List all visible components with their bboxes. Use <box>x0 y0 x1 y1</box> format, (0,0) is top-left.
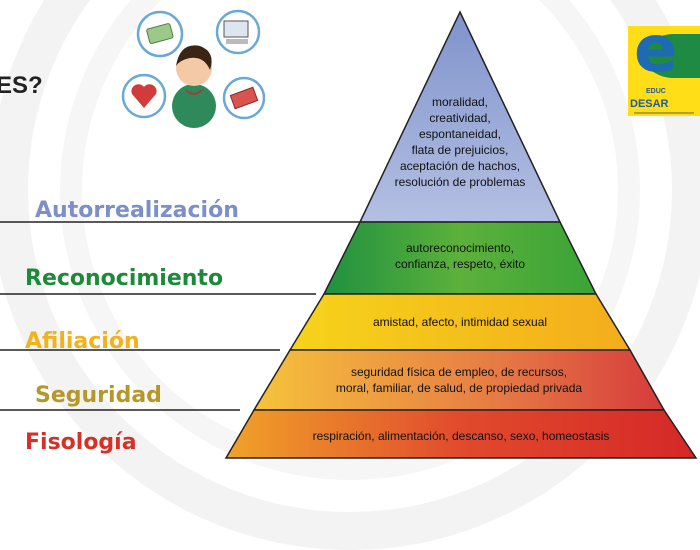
logo-text-2: DESAR <box>630 98 669 110</box>
needs-clipart <box>121 9 265 128</box>
tier-item: moral, familiar, de salud, de propiedad … <box>335 381 583 395</box>
logo-text-1: EDUC <box>646 88 666 95</box>
tier-item: resolución de problemas <box>394 175 526 189</box>
tier-text-reconocimiento: autoreconocimiento, confianza, respeto, … <box>324 240 596 272</box>
label-autorrealizacion: Autorrealización <box>35 198 239 223</box>
tier-item: autoreconocimiento, <box>405 241 515 255</box>
tier-item: flata de prejuicios, <box>411 143 509 157</box>
maslow-pyramid <box>0 10 698 459</box>
tier-text-fisiologia: respiración, alimentación, descanso, sex… <box>226 428 696 444</box>
person-icon <box>172 45 216 128</box>
label-reconocimiento: Reconocimiento <box>25 266 224 291</box>
tier-item: aceptación de hachos, <box>399 159 521 173</box>
tier-item: respiración, alimentación, descanso, sex… <box>312 429 610 443</box>
tier-text-seguridad: seguridad física de empleo, de recursos,… <box>254 364 664 396</box>
heart-icon <box>121 73 167 119</box>
tier-text-autorrealizacion: moralidad, creatividad, espontaneidad, f… <box>360 94 560 190</box>
tier-text-afiliacion: amistad, afecto, intimidad sexual <box>290 314 630 330</box>
tier-item: moralidad, <box>431 95 489 109</box>
logo-blob <box>644 34 700 78</box>
tier-item: confianza, respeto, éxito <box>394 257 526 271</box>
cash-icon <box>222 76 265 120</box>
tier-item: espontaneidad, <box>418 127 502 141</box>
label-fisiologia: Fisología <box>25 430 137 455</box>
tier-item: seguridad física de empleo, de recursos, <box>350 365 568 379</box>
computer-icon <box>215 9 261 55</box>
logo-strip <box>634 112 694 114</box>
slide-heading: ES? <box>0 72 43 99</box>
tier-item: creatividad, <box>429 111 491 125</box>
label-afiliacion: Afiliación <box>25 329 140 354</box>
logo-letter: e <box>634 26 678 87</box>
tier-fisiologia <box>224 409 698 459</box>
label-seguridad: Seguridad <box>35 383 162 408</box>
tier-item: amistad, afecto, intimidad sexual <box>372 315 548 329</box>
money-icon <box>136 10 184 58</box>
organization-logo: e EDUC DESAR <box>628 26 700 116</box>
